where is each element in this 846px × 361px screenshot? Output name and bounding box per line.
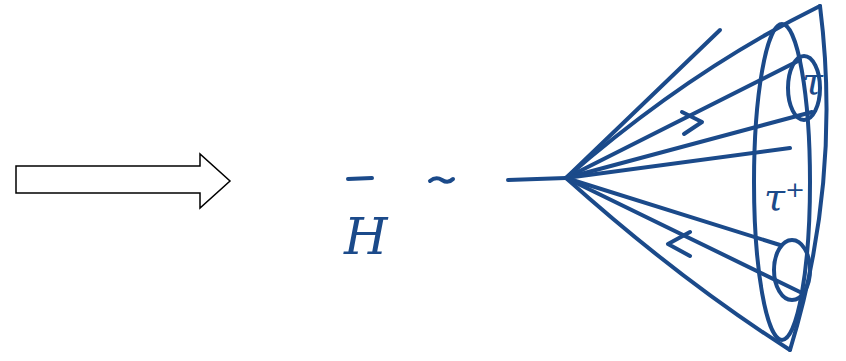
dash	[508, 178, 566, 180]
track	[566, 148, 790, 178]
dash	[430, 178, 453, 182]
dash	[348, 178, 372, 179]
particle-label: τ⁺	[764, 178, 805, 216]
track	[566, 178, 780, 245]
arrowhead	[668, 232, 690, 256]
particle-label: H	[344, 212, 388, 262]
cone-ellipse	[754, 24, 810, 340]
track	[566, 30, 720, 178]
particle-label: τ	[802, 62, 823, 100]
jet-circle	[774, 240, 810, 300]
track	[566, 60, 800, 178]
cone-edge	[566, 6, 820, 178]
arrowhead	[682, 112, 702, 134]
outline-arrow	[16, 154, 230, 208]
